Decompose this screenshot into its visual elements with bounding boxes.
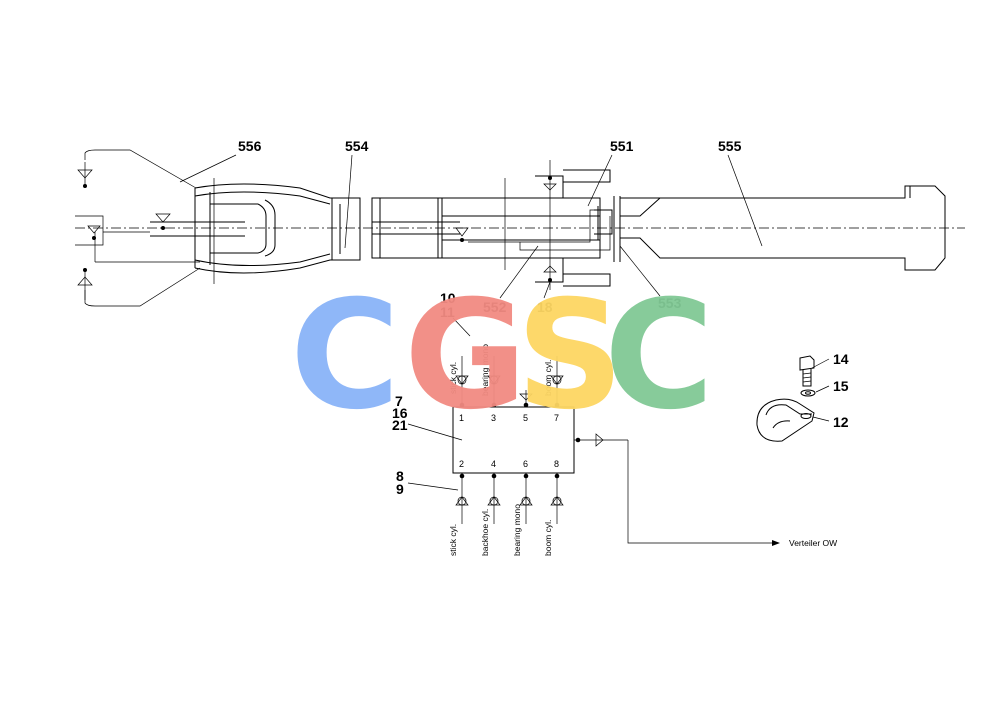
port-7: 7 (554, 413, 559, 423)
callout-553: 553 (658, 295, 682, 311)
port-4: 4 (491, 459, 496, 469)
top-callout-leaders (179, 154, 763, 299)
distributor-callout-leaders (407, 317, 471, 491)
clamp-callout-leaders (811, 358, 830, 422)
fitting-top-7-icon (550, 375, 564, 385)
watermark-letter-c1: C (290, 269, 400, 443)
watermark-letter-s: S (516, 269, 624, 443)
cgsc-watermark-logo: C G S C (290, 269, 714, 443)
port-8: 8 (554, 459, 559, 469)
boom-assembly-drawing (75, 149, 965, 307)
grease-fitting-left-mid-icon (87, 225, 101, 240)
fitting-bottom-8-icon (550, 496, 564, 506)
fitting-top-1-icon (455, 375, 469, 385)
watermark-letter-c2: C (604, 269, 714, 443)
callout-15: 15 (833, 378, 849, 394)
hose-label-top-boom-cyl: boom cyl. (543, 360, 553, 396)
hose-label-top-stick-cyl: stick cyl. (448, 362, 458, 394)
callout-18: 18 (537, 299, 553, 315)
grease-fitting-mid-icon (455, 227, 469, 242)
callout-551: 551 (610, 138, 634, 154)
callout-10: 10 (440, 290, 456, 306)
callout-9: 9 (396, 481, 404, 497)
callout-14: 14 (833, 351, 849, 367)
hose-clamp-detail (756, 355, 816, 442)
port-6: 6 (523, 459, 528, 469)
callout-554: 554 (345, 138, 369, 154)
grease-fitting-left-top-icon (77, 162, 93, 188)
fitting-top-5-icon (519, 393, 533, 401)
port-5: 5 (523, 413, 528, 423)
fitting-top-3-icon (487, 375, 501, 385)
watermark-letter-g: G (404, 269, 527, 443)
port-1: 1 (459, 413, 464, 423)
hose-label-bottom-bearing-mono: bearing mono (512, 504, 522, 556)
destination-label: Verteiler OW (789, 538, 837, 548)
callout-7: 7 (395, 393, 403, 409)
grease-fitting-foot-icon (155, 213, 171, 230)
grease-fitting-left-bottom-icon (77, 268, 93, 300)
hose-label-bottom-boom-cyl: boom cyl. (543, 520, 553, 556)
callout-8: 8 (396, 468, 404, 484)
lube-distributor (452, 356, 780, 546)
callout-11: 11 (440, 304, 455, 320)
callout-555: 555 (718, 138, 742, 154)
port-3: 3 (491, 413, 496, 423)
supply-fitting-icon (595, 433, 604, 447)
callout-21: 21 (392, 417, 408, 433)
fitting-bottom-6-icon (519, 496, 533, 506)
callout-556: 556 (238, 138, 262, 154)
fitting-bottom-4-icon (487, 496, 501, 506)
port-2: 2 (459, 459, 464, 469)
callout-16: 16 (392, 405, 408, 421)
hose-label-bottom-stick-cyl: stick cyl. (448, 524, 458, 556)
hose-label-top-bearing-mono: bearing mono (480, 344, 490, 396)
hose-label-bottom-backhoe-cyl: backhoe cyl. (480, 509, 490, 556)
callout-552: 552 (483, 299, 507, 315)
fitting-bottom-2-icon (455, 496, 469, 506)
callout-12: 12 (833, 414, 849, 430)
